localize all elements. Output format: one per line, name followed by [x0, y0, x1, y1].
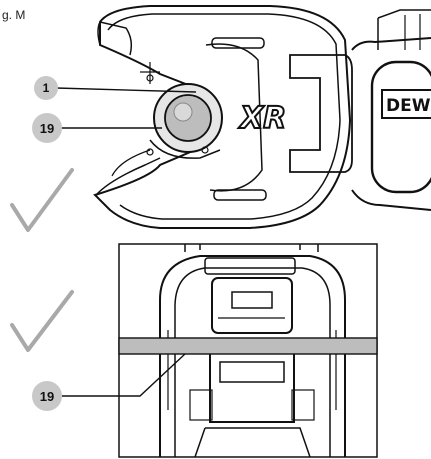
figure-label: g. M [2, 8, 26, 22]
correct-check-icon [10, 168, 74, 232]
brand-plate [381, 89, 431, 119]
motor-body-illustration [351, 9, 431, 211]
callout-19-bottom: 19 [32, 381, 62, 411]
callout-19-top: 19 [32, 113, 62, 143]
brand-text: DEW [386, 96, 431, 116]
gauge-bar [118, 337, 378, 355]
leader-line-19-bottom [62, 353, 186, 397]
callout-1: 1 [34, 76, 58, 100]
crimp-head-illustration [93, 5, 353, 229]
tool-front-illustration [159, 244, 346, 458]
xr-badge: XR [238, 101, 286, 136]
leader-line-1 [55, 87, 197, 93]
correct-check-icon [10, 290, 74, 352]
